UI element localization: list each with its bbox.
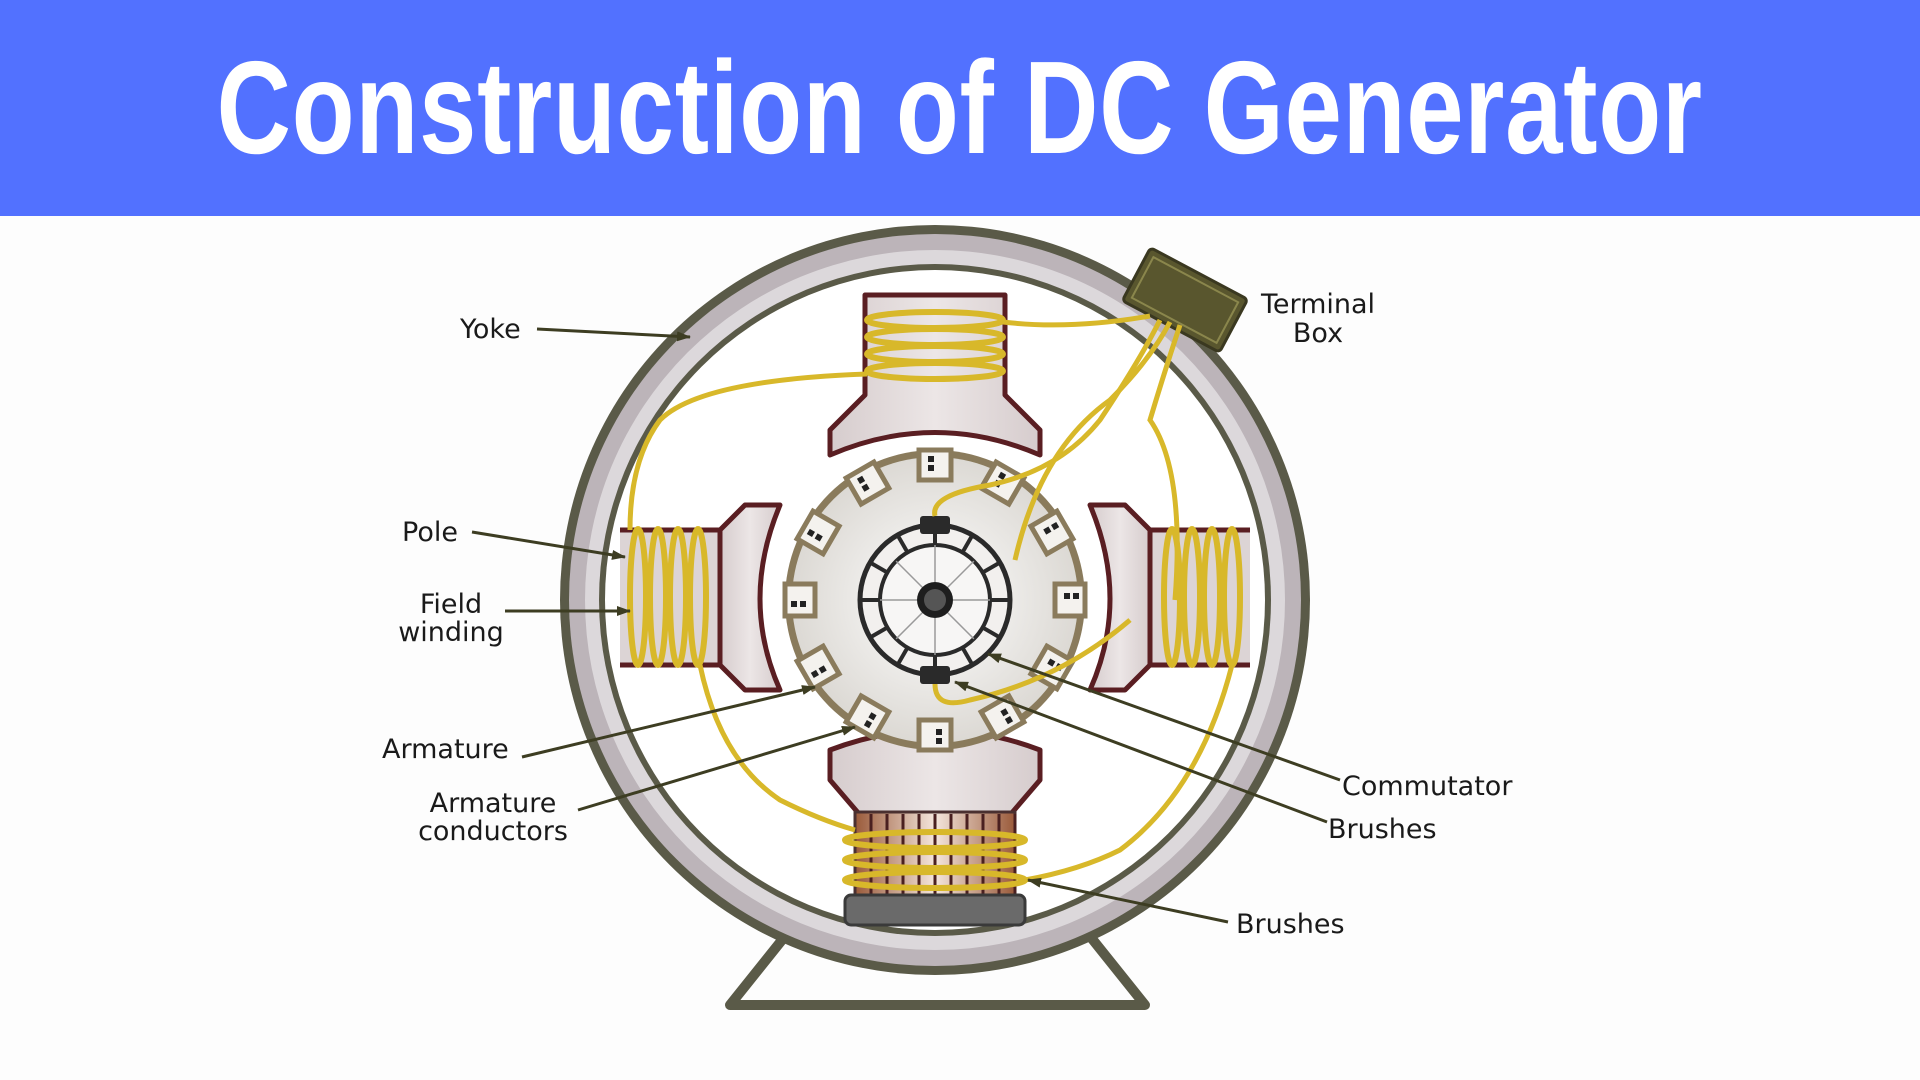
armature-conductor-slot bbox=[977, 692, 1028, 742]
connecting-wires bbox=[627, 313, 1235, 883]
commutator-segment-divider bbox=[869, 560, 889, 575]
field-winding-left bbox=[627, 526, 709, 668]
commutator-spoke bbox=[947, 612, 975, 640]
commutator-segment-divider bbox=[869, 625, 889, 640]
commutator bbox=[857, 522, 1013, 678]
armature-conductor-slot bbox=[842, 692, 893, 742]
commutator-segment-divider bbox=[981, 560, 1001, 575]
commutator-segment-divider bbox=[981, 625, 1001, 640]
brush-bottom bbox=[920, 666, 950, 684]
leader-brushes-upper bbox=[954, 680, 1328, 824]
commutator-spoke bbox=[947, 560, 975, 588]
title-banner: Construction of DC Generator bbox=[0, 0, 1920, 216]
armature-conductor-slot bbox=[916, 447, 954, 483]
label-armature: Armature bbox=[382, 734, 509, 765]
brush-top bbox=[920, 516, 950, 534]
commutator-segment-divider bbox=[895, 646, 910, 666]
label-armature-conductors-1: Armature bbox=[430, 788, 557, 819]
armature-conductor-slot bbox=[793, 642, 843, 693]
leader-yoke bbox=[536, 327, 691, 342]
leader-armature bbox=[521, 685, 816, 759]
commutator-segment-divider bbox=[960, 534, 975, 554]
armature-conductor-slot bbox=[916, 717, 954, 753]
commutator-spoke bbox=[895, 560, 923, 588]
armature-conductor-slot bbox=[1027, 507, 1077, 558]
bottom-commutator-assembly bbox=[842, 810, 1028, 927]
armature-conductor-slot bbox=[793, 507, 843, 558]
stand bbox=[725, 926, 1150, 1010]
armature-conductor-slot bbox=[842, 458, 893, 508]
leader-armature-conductors bbox=[577, 725, 856, 812]
label-yoke: Yoke bbox=[459, 314, 521, 345]
field-winding-top bbox=[864, 309, 1006, 382]
leader-pole bbox=[471, 530, 626, 560]
terminal-box bbox=[1122, 247, 1248, 353]
leader-brushes-lower bbox=[1027, 877, 1229, 924]
armature-conductor-slot bbox=[1052, 581, 1088, 619]
label-armature-conductors-2: conductors bbox=[418, 816, 568, 847]
label-brushes-lower: Brushes bbox=[1236, 909, 1345, 940]
label-brushes-upper: Brushes bbox=[1328, 814, 1437, 845]
label-field-winding-1: Field bbox=[420, 589, 482, 620]
label-pole: Pole bbox=[402, 517, 458, 548]
label-commutator: Commutator bbox=[1342, 771, 1513, 802]
leader-lines bbox=[471, 327, 1341, 924]
armature-conductor-slot bbox=[782, 581, 818, 619]
leader-commutator bbox=[987, 652, 1341, 782]
page-title: Construction of DC Generator bbox=[216, 34, 1704, 181]
label-field-winding-2: winding bbox=[398, 617, 504, 648]
pole-top bbox=[827, 292, 1043, 458]
label-terminal-box-1: Terminal bbox=[1260, 289, 1375, 320]
commutator-segment-divider bbox=[960, 646, 975, 666]
commutator-spoke bbox=[895, 612, 923, 640]
commutator-segment-divider bbox=[895, 534, 910, 554]
label-terminal-box-2: Box bbox=[1293, 318, 1343, 349]
